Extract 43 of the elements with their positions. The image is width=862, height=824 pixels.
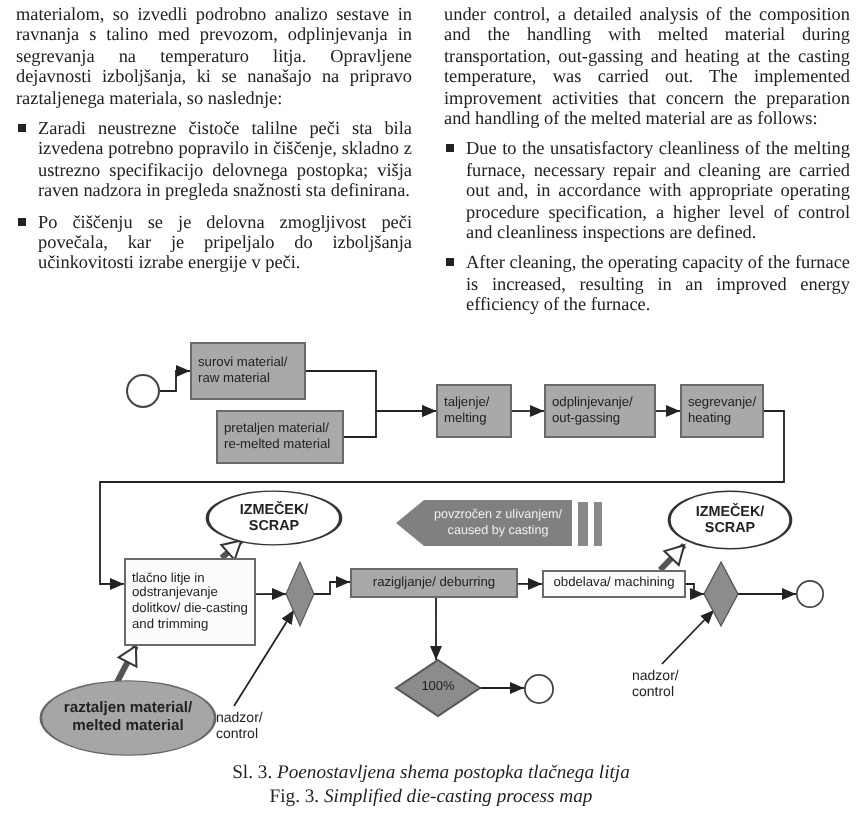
process-box	[542, 570, 686, 598]
decision-diamond	[704, 562, 738, 626]
decision-diamond	[396, 660, 480, 716]
terminal-circle	[524, 674, 554, 704]
arrow	[661, 609, 715, 665]
body-paragraph: under control, a detailed analysis of the composition and the handling with melted material during transportation, out-gassing and heating at the casting temperature, was carried out. The implemented improvement activities that concern the preparation and handling of the melted material are as follows:	[444, 4, 850, 129]
arrow	[657, 543, 687, 573]
arrow	[685, 583, 705, 600]
arrow	[479, 682, 525, 694]
arrow	[655, 405, 681, 417]
arrow	[737, 588, 797, 600]
process-box	[216, 410, 344, 464]
arrow	[255, 588, 287, 601]
figure-caption: Fig. 3. Simplified die-casting process map	[267, 786, 595, 808]
body-paragraph: materialom, so izvedli podrobno analizo sestave in ravnanja s talino med prevozom, odplinjevanja in segrevanja na temperaturo litja. Opravljene dejavnosti izboljšanja, ki se nanašajo na pripravo raztaljenega materiala, so naslednje:	[16, 4, 412, 109]
process-box	[544, 384, 656, 438]
arrow	[313, 576, 351, 595]
process-box	[680, 384, 764, 438]
arrow	[430, 597, 442, 661]
scrap-oval	[206, 490, 342, 546]
figure-caption: Sl. 3. Poenostavljena shema postopka tlačnega litja	[230, 762, 632, 784]
arrow	[233, 609, 295, 707]
arrow	[511, 405, 545, 417]
bullet-paragraph: Due to the unsatisfactory cleanliness of the melting furnace, necessary repair and cleaning are carried out and, in accordance with appropriate operating procedure specification, a higher level of control and cleanliness inspections are defined.	[444, 138, 850, 243]
terminal-circle	[126, 374, 160, 408]
arrow	[517, 577, 543, 590]
arrow	[159, 365, 191, 392]
bullet-paragraph: Zaradi neustrezne čistoče talilne peči sta bila izvedena potrebno popravilo in čiščenje, skladno z ustrezno specifikacijo delovnega postopka; višja raven nadzora in pregleda snažnosti sta definirana.	[16, 118, 412, 202]
process-box	[436, 384, 512, 438]
terminal-circle	[796, 580, 824, 608]
arrow	[343, 405, 437, 438]
arrow	[99, 410, 785, 590]
bullet-paragraph: After cleaning, the operating capacity of the furnace is increased, resulting in an improved energy efficiency of the furnace.	[444, 252, 850, 316]
decision-diamond	[286, 562, 314, 626]
input-oval	[40, 680, 216, 756]
arrow	[219, 538, 244, 561]
block-arrow	[396, 500, 572, 546]
scrap-oval	[668, 490, 792, 550]
process-box	[350, 568, 518, 598]
arrow	[113, 644, 139, 686]
process-box	[124, 558, 256, 646]
process-box	[190, 342, 306, 400]
bullet-paragraph: Po čiščenju se je delovna zmogljivost peči povečala, kar je pripeljalo do izboljšanja učinkovitosti izrabe energije v peči.	[16, 211, 412, 274]
